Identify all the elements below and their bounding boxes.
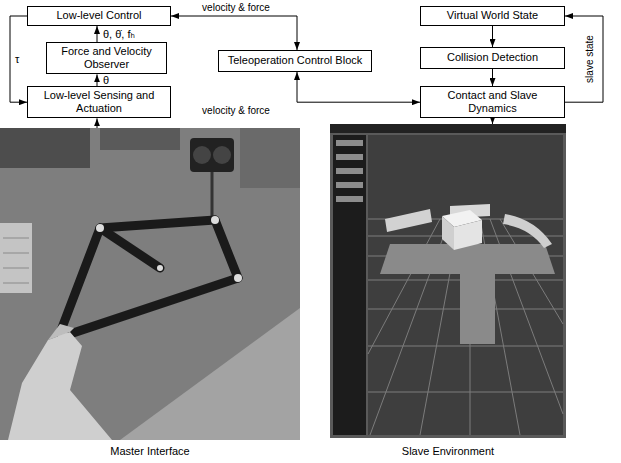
master-photo-illustration-part xyxy=(215,220,238,278)
slave-screenshot-illustration-part xyxy=(330,124,566,438)
connector-arrow xyxy=(97,118,98,128)
slave-screenshot-illustration-part xyxy=(330,124,566,133)
slave-screenshot-illustration-part xyxy=(503,214,552,248)
process-box: Low-level Control xyxy=(27,6,171,26)
screenshot-panel: Slave Environment xyxy=(330,124,566,458)
figure-caption: Slave Environment xyxy=(402,445,494,458)
slave-screenshot-illustration xyxy=(330,124,566,438)
box-label: Force and Velocity Observer xyxy=(51,45,162,71)
slave-screenshot-illustration-part xyxy=(442,216,454,250)
process-box: Low-level Sensing and Actuation xyxy=(27,86,171,118)
master-photo-illustration-part xyxy=(96,224,104,232)
master-photo-illustration-part xyxy=(100,228,160,268)
connector-arrow xyxy=(10,16,27,102)
slave-screenshot-illustration-part xyxy=(336,154,363,160)
master-photo-illustration-part xyxy=(213,146,231,164)
master-photo-illustration-part xyxy=(190,138,234,172)
master-photo-illustration-part xyxy=(48,324,74,340)
connector-arrow xyxy=(492,69,493,86)
master-photo-illustration-part xyxy=(3,283,29,284)
slave-screenshot-illustration-part xyxy=(336,140,363,146)
master-photo-illustration-part xyxy=(60,220,238,336)
master-photo-illustration-part xyxy=(193,146,211,164)
master-photo-illustration-part xyxy=(100,128,180,150)
connector-arrow xyxy=(492,118,493,124)
box-label: Virtual World State xyxy=(447,9,538,22)
connector-arrow xyxy=(565,16,603,102)
box-label: Low-level Control xyxy=(57,9,142,22)
master-photo-illustration-part xyxy=(0,128,300,440)
process-box: Teleoperation Control Block xyxy=(218,50,372,72)
connector-arrow xyxy=(171,16,297,50)
master-photo-illustration-part xyxy=(100,220,215,228)
master-photo-illustration-part xyxy=(0,128,90,168)
edge-label: θ, θ̇, fₕ xyxy=(102,28,136,41)
process-box: Contact and Slave Dynamics xyxy=(420,86,565,118)
edge-label: θ xyxy=(102,74,110,87)
slave-screenshot-illustration-part xyxy=(336,140,363,202)
edge-label: velocity & force xyxy=(201,105,271,117)
slave-screenshot-illustration-part xyxy=(380,244,555,344)
master-photo-illustration-part xyxy=(8,332,112,440)
edge-label: slave state xyxy=(584,34,596,84)
master-photo-illustration-part xyxy=(3,238,29,283)
master-photo-illustration-part xyxy=(211,216,219,224)
master-photo-illustration-part xyxy=(120,308,300,440)
box-label: Collision Detection xyxy=(447,51,538,64)
box-label: Low-level Sensing and Actuation xyxy=(32,89,166,115)
slave-screenshot-illustration-part xyxy=(385,209,432,232)
master-photo-illustration-part xyxy=(57,216,242,339)
slave-screenshot-illustration-part xyxy=(368,346,563,347)
master-photo-illustration-part xyxy=(64,278,238,336)
master-photo-illustration-part xyxy=(0,223,32,293)
process-box: Virtual World State xyxy=(420,6,565,26)
slave-screenshot-illustration-part xyxy=(368,135,563,435)
connector-arrow xyxy=(492,26,493,47)
master-photo-illustration-part xyxy=(60,228,100,333)
master-photo-illustration-part xyxy=(157,265,163,271)
process-box: Force and Velocity Observer xyxy=(46,42,167,74)
slave-screenshot-illustration-part xyxy=(333,135,366,435)
slave-screenshot-illustration-part xyxy=(336,182,363,188)
edge-label: τ xyxy=(14,53,20,66)
connector-arrow xyxy=(297,72,420,102)
slave-screenshot-illustration-part xyxy=(336,168,363,174)
process-box: Collision Detection xyxy=(420,47,565,69)
box-label: Teleoperation Control Block xyxy=(228,54,363,67)
master-photo-illustration-part xyxy=(3,238,29,239)
slave-screenshot-illustration-part xyxy=(368,219,440,354)
connector-arrow xyxy=(97,74,98,86)
master-photo-illustration-part xyxy=(3,253,29,254)
slave-screenshot-illustration-part xyxy=(336,196,363,202)
box-label: Contact and Slave Dynamics xyxy=(425,89,560,115)
master-photo-illustration xyxy=(0,128,300,440)
master-photo-illustration-part xyxy=(211,172,214,220)
edge-label: velocity & force xyxy=(201,2,271,14)
master-photo-illustration-part xyxy=(234,274,242,282)
master-photo-illustration-part xyxy=(240,128,300,188)
slave-screenshot-illustration-part xyxy=(454,220,482,250)
slave-screenshot-illustration-part xyxy=(368,392,563,393)
figure-caption: Master Interface xyxy=(110,445,189,458)
connector-arrow xyxy=(97,26,98,42)
photo-panel: Master Interface xyxy=(0,128,300,458)
master-photo-illustration-part xyxy=(3,268,29,269)
slave-screenshot-illustration-part xyxy=(368,219,563,435)
